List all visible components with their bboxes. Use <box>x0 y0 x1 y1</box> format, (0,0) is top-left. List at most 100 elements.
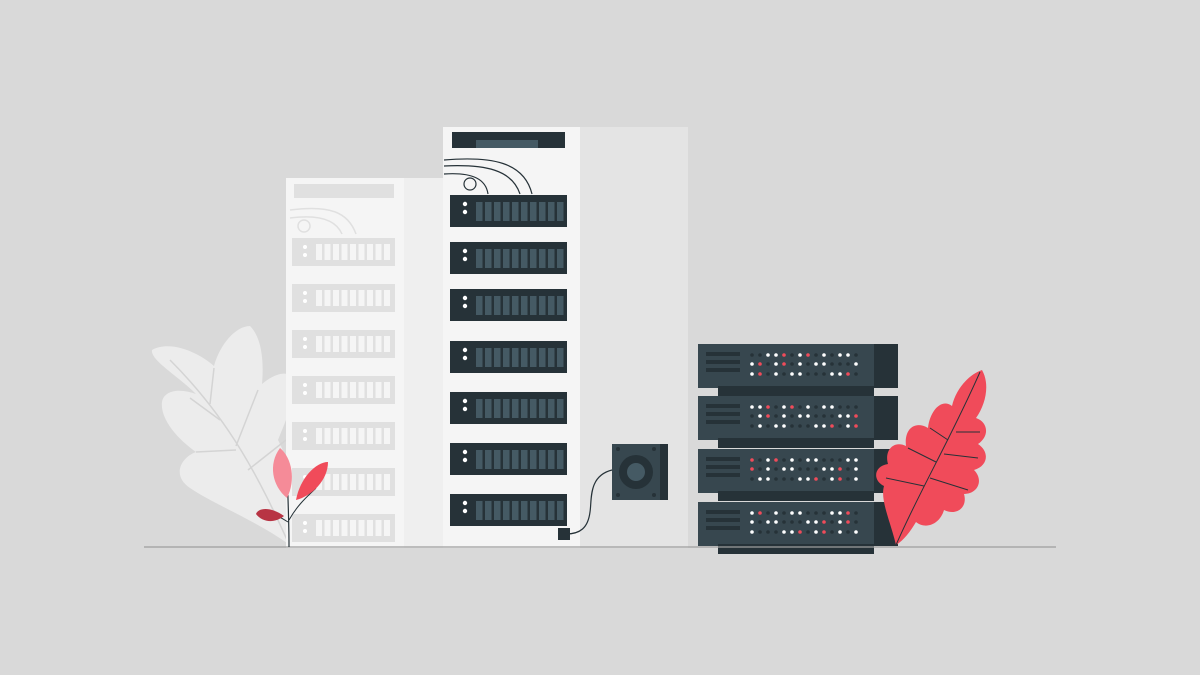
status-led <box>790 353 794 357</box>
status-led <box>766 353 770 357</box>
status-led <box>790 477 794 481</box>
drive-led <box>462 295 468 301</box>
drive-slot <box>494 399 501 418</box>
drive-slot <box>485 296 492 315</box>
status-led <box>790 362 794 366</box>
drive-led <box>462 406 468 412</box>
drive-slot <box>503 202 510 221</box>
drive-slot <box>503 249 510 268</box>
drive-slot <box>530 348 537 367</box>
status-led <box>814 372 818 376</box>
drive-slot <box>485 450 492 469</box>
status-led <box>822 467 826 471</box>
status-led <box>854 424 858 428</box>
status-led <box>782 467 786 471</box>
drive-slot <box>557 348 564 367</box>
drive-led <box>462 457 468 463</box>
drive-slot <box>530 296 537 315</box>
drive-slot <box>539 450 546 469</box>
status-led <box>790 511 794 515</box>
status-led <box>854 467 858 471</box>
status-led <box>830 511 834 515</box>
status-led <box>830 458 834 462</box>
status-led <box>822 372 826 376</box>
status-led <box>774 424 778 428</box>
status-led <box>758 511 762 515</box>
vent-line <box>706 360 740 364</box>
status-led <box>806 520 810 524</box>
drive-slot <box>494 249 501 268</box>
status-led <box>806 405 810 409</box>
ghost-drive-bay <box>292 330 395 358</box>
drive-slot <box>485 501 492 520</box>
status-led <box>846 424 850 428</box>
drive-slot <box>512 296 519 315</box>
drive-slot <box>485 249 492 268</box>
status-led <box>838 467 842 471</box>
status-led <box>750 405 754 409</box>
status-led <box>854 362 858 366</box>
drive-led <box>462 449 468 455</box>
vent-line <box>706 465 740 469</box>
rack-unit-gap <box>718 544 874 554</box>
plant-pink-leaf <box>272 448 292 498</box>
drive-led <box>462 347 468 353</box>
drive-led <box>462 256 468 262</box>
status-led <box>750 414 754 418</box>
status-led <box>814 467 818 471</box>
status-led <box>806 477 810 481</box>
drive-slot <box>512 399 519 418</box>
status-led <box>798 511 802 515</box>
status-led <box>782 477 786 481</box>
status-led <box>830 467 834 471</box>
status-led <box>790 530 794 534</box>
status-led <box>766 520 770 524</box>
red-leaf-veins <box>885 371 981 546</box>
status-led <box>798 414 802 418</box>
status-led <box>782 372 786 376</box>
drive-slot <box>485 348 492 367</box>
status-led <box>758 477 762 481</box>
status-led <box>774 477 778 481</box>
drive-slot <box>557 501 564 520</box>
drive-slot <box>512 202 519 221</box>
drive-led <box>462 201 468 207</box>
status-led <box>846 414 850 418</box>
status-led <box>830 530 834 534</box>
status-led <box>758 530 762 534</box>
ghost-rack-cables <box>289 207 357 235</box>
status-led <box>806 511 810 515</box>
status-led <box>830 372 834 376</box>
rack-unit-gap <box>718 491 874 501</box>
status-led <box>798 530 802 534</box>
vent-line <box>706 352 740 356</box>
drive-slot <box>521 202 528 221</box>
status-led <box>806 458 810 462</box>
status-led <box>766 414 770 418</box>
status-led <box>846 362 850 366</box>
ghost-rack-top-panel <box>294 184 394 198</box>
drive-led <box>462 303 468 309</box>
status-led <box>790 467 794 471</box>
drive-slot <box>494 501 501 520</box>
status-led <box>822 477 826 481</box>
status-led <box>766 530 770 534</box>
status-led <box>758 424 762 428</box>
status-led <box>766 405 770 409</box>
status-led <box>758 362 762 366</box>
status-led <box>838 353 842 357</box>
drive-slot <box>557 399 564 418</box>
status-led <box>830 520 834 524</box>
drive-slot <box>530 450 537 469</box>
drive-slot <box>539 501 546 520</box>
vent-line <box>706 412 740 416</box>
status-led <box>782 520 786 524</box>
status-led <box>846 511 850 515</box>
status-led <box>838 511 842 515</box>
status-led <box>846 530 850 534</box>
status-led <box>814 530 818 534</box>
status-led <box>774 530 778 534</box>
status-led <box>782 405 786 409</box>
status-led <box>774 362 778 366</box>
status-led <box>806 362 810 366</box>
